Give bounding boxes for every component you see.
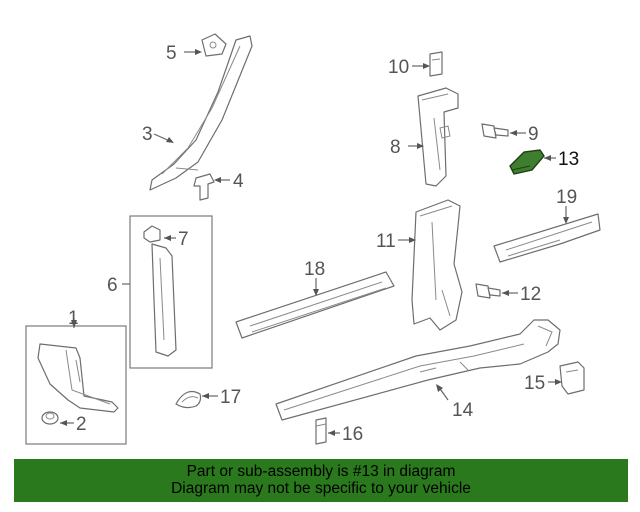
- part-5-clip[interactable]: [201, 33, 227, 57]
- part-8-b-pillar-upper-trim[interactable]: [417, 87, 459, 187]
- callout-12[interactable]: 12: [520, 284, 541, 305]
- callout-16[interactable]: 16: [342, 424, 363, 445]
- part-7-clip[interactable]: [143, 225, 161, 243]
- callout-15[interactable]: 15: [524, 373, 545, 394]
- part-14-rocker-trim[interactable]: [275, 319, 561, 421]
- part-18-sill-strip[interactable]: [235, 271, 395, 339]
- part-3-a-pillar-trim[interactable]: [149, 35, 253, 191]
- part-6-group-box: [129, 215, 213, 369]
- callout-17[interactable]: 17: [220, 387, 241, 408]
- part-17-round-clip[interactable]: [175, 391, 202, 409]
- callout-labels: 1 2 3 4 5 6 7 8 9 10 11 12 13 14 15 16 1…: [68, 43, 579, 445]
- callout-14[interactable]: 14: [452, 400, 474, 421]
- callout-3[interactable]: 3: [142, 124, 153, 145]
- part-9-bolt[interactable]: [481, 123, 509, 139]
- leader-lines: [60, 51, 567, 434]
- arrowheads: [60, 49, 569, 436]
- part-12-bolt[interactable]: [475, 283, 501, 299]
- part-2-push-pin[interactable]: [41, 411, 59, 425]
- part-10-clip[interactable]: [429, 51, 443, 77]
- callout-13[interactable]: 13: [558, 149, 579, 170]
- callout-19[interactable]: 19: [556, 187, 577, 208]
- part-19-rear-sill-strip[interactable]: [493, 213, 601, 263]
- banner-line-2: Diagram may not be specific to your vehi…: [171, 480, 471, 497]
- part-6-trim-panel[interactable]: [151, 243, 177, 357]
- callout-1[interactable]: 1: [68, 308, 79, 329]
- banner-line-1: Part or sub-assembly is #13 in diagram: [186, 463, 456, 480]
- part-1-kick-panel[interactable]: [37, 343, 119, 413]
- callout-7[interactable]: 7: [178, 229, 189, 250]
- part-16-fastener[interactable]: [315, 417, 327, 445]
- info-banner: Part or sub-assembly is #13 in diagram D…: [14, 459, 628, 502]
- callout-5[interactable]: 5: [166, 43, 177, 64]
- part-15-clip[interactable]: [559, 361, 585, 395]
- callout-4[interactable]: 4: [233, 171, 244, 192]
- callout-6[interactable]: 6: [107, 275, 118, 296]
- part-1-group-box: [25, 325, 127, 445]
- parts-diagram: 1 2 3 4 5 6 7 8 9 10 11 12 13 14 15 16 1…: [25, 33, 601, 445]
- callout-10[interactable]: 10: [388, 57, 409, 78]
- callout-11[interactable]: 11: [376, 231, 396, 252]
- callout-8[interactable]: 8: [390, 137, 401, 158]
- callout-9[interactable]: 9: [528, 124, 539, 145]
- callout-18[interactable]: 18: [304, 259, 325, 280]
- callout-2[interactable]: 2: [76, 414, 87, 435]
- part-4-bracket[interactable]: [193, 173, 215, 201]
- part-11-b-pillar-lower-trim[interactable]: [411, 199, 463, 331]
- part-13-highlighted[interactable]: [509, 149, 545, 175]
